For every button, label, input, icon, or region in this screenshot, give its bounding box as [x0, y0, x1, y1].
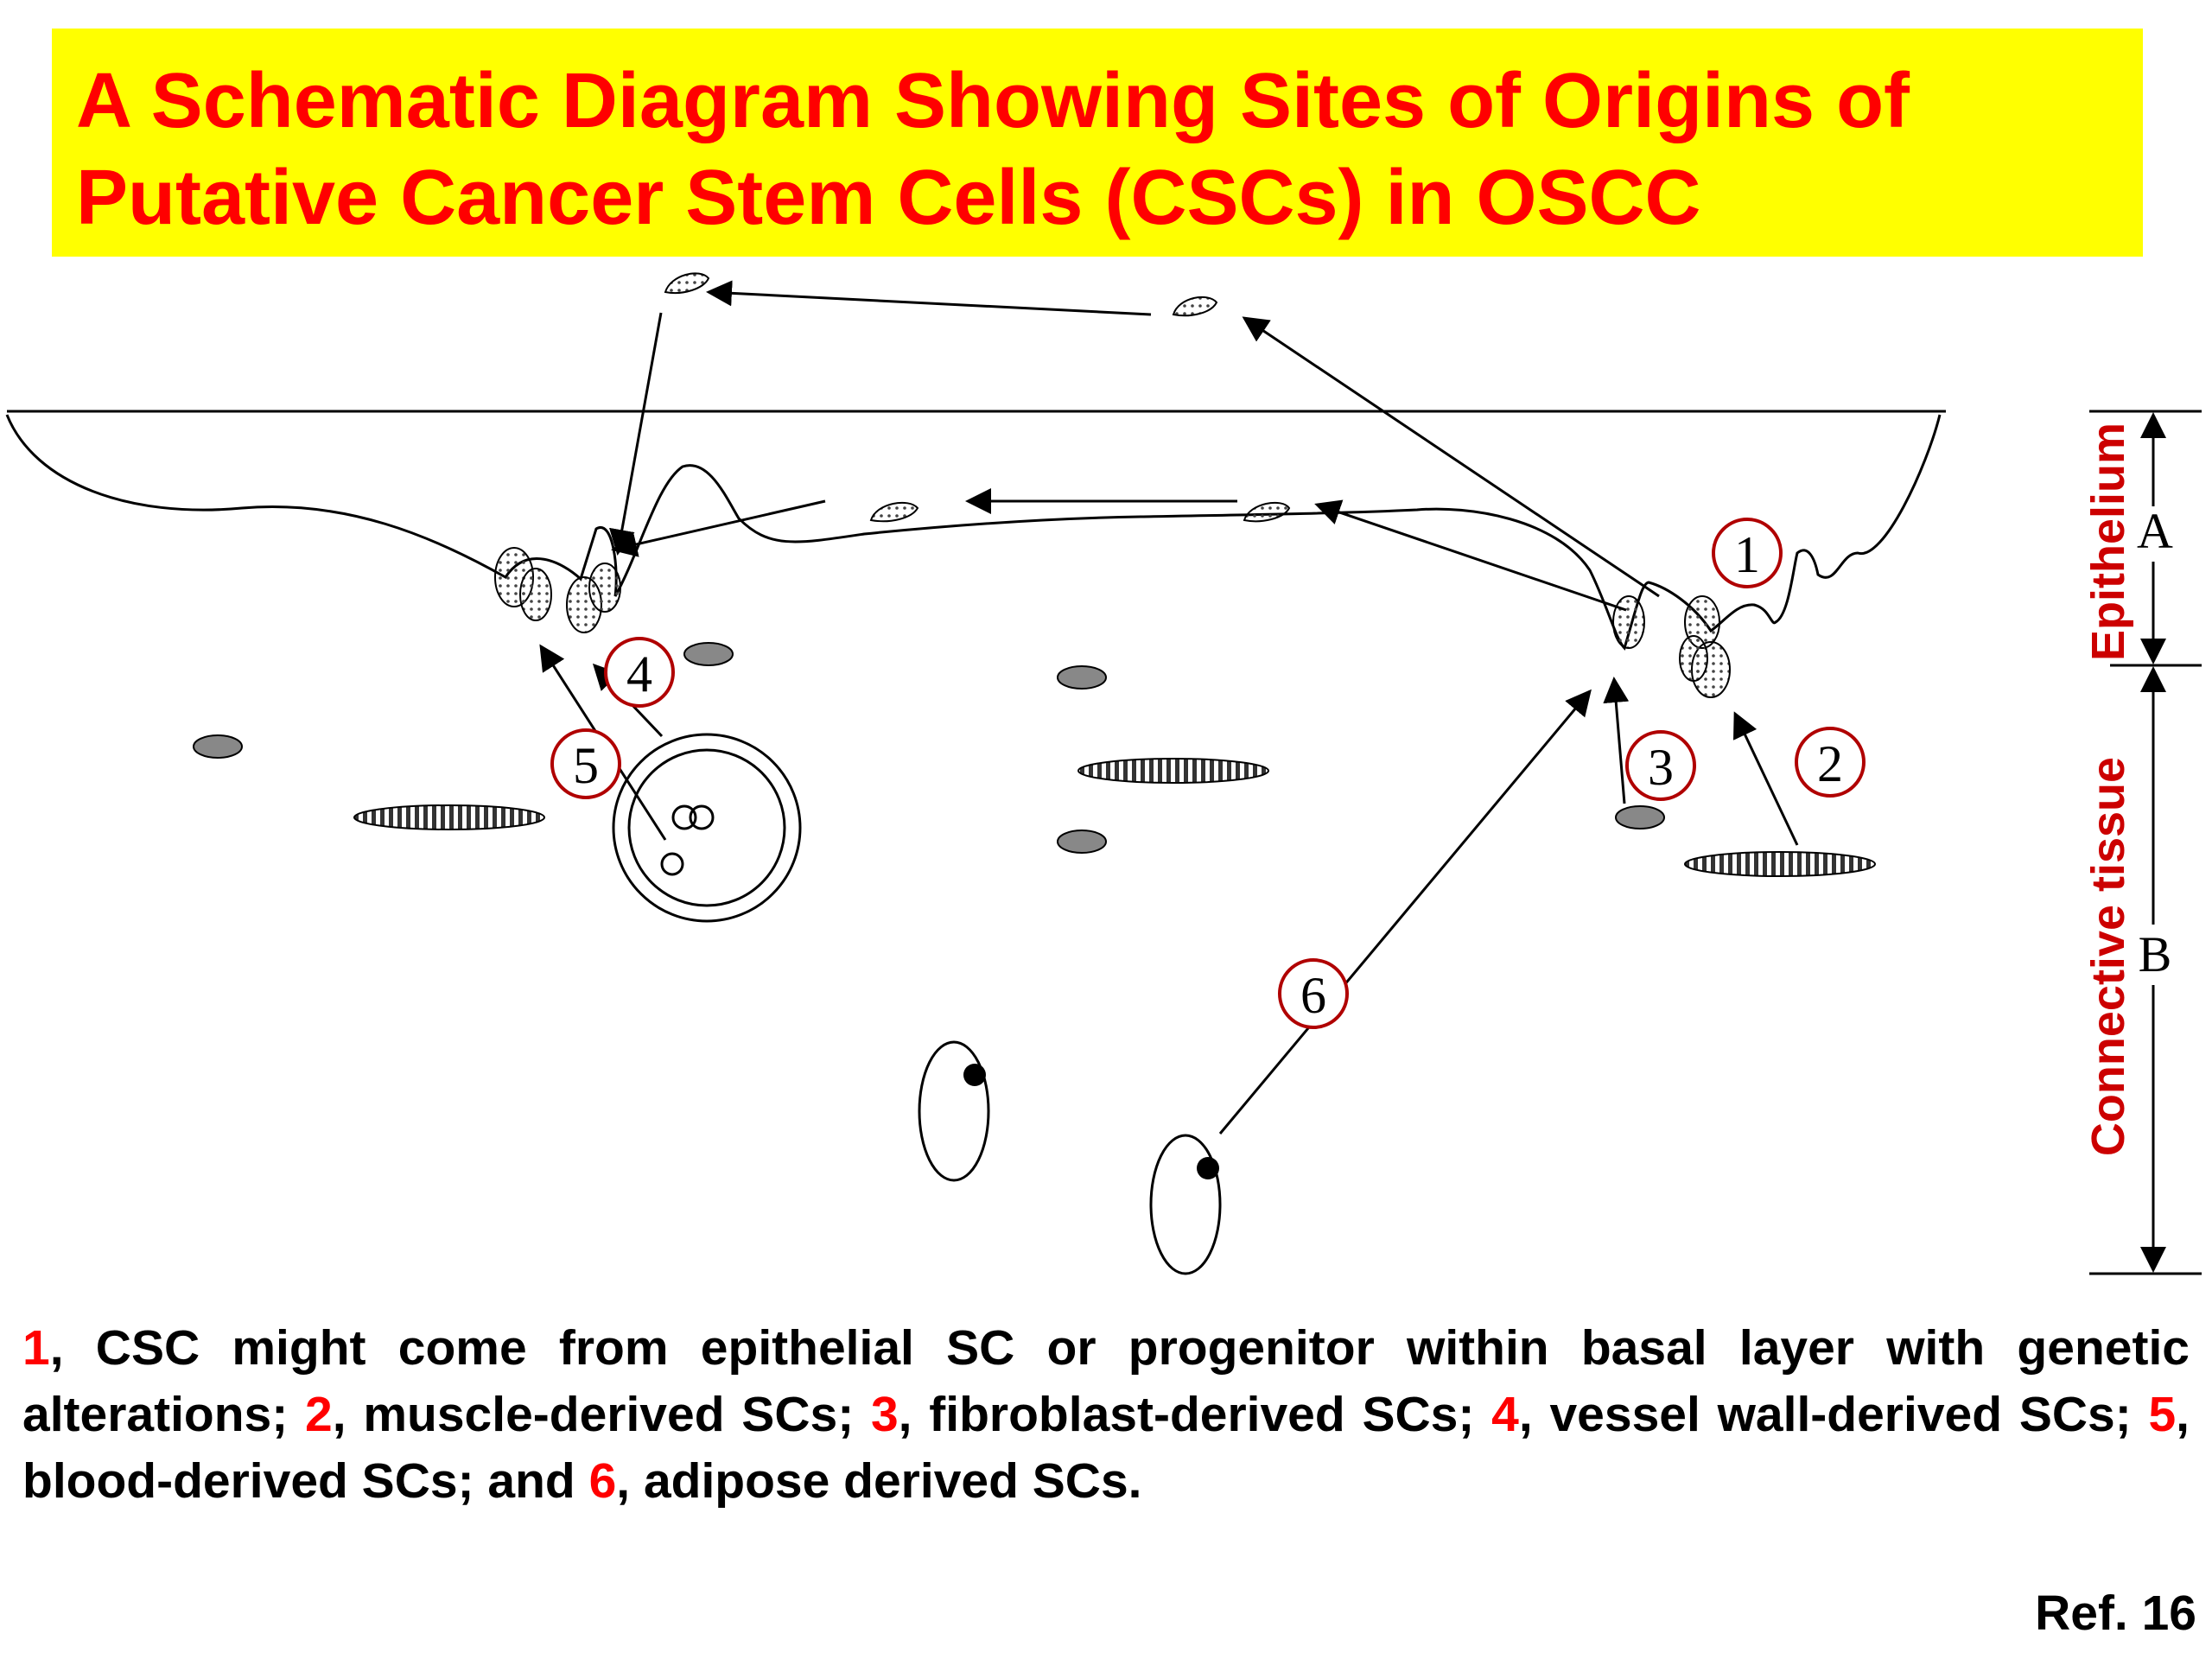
arrow-2 [1733, 711, 1799, 846]
basement-membrane [5, 414, 1942, 651]
region-letter-a: A [2137, 503, 2173, 559]
fibroblast [193, 734, 243, 759]
svg-text:2: 2 [1817, 735, 1843, 792]
blood-vessel-outer [612, 733, 802, 923]
title-banner: A Schematic Diagram Showing Sites of Ori… [52, 29, 2143, 257]
caption-number: 4 [1491, 1387, 1519, 1442]
region-letter-b: B [2139, 926, 2172, 982]
marker-1: 1 [1712, 518, 1783, 588]
title-line-2: Putative Cancer Stem Cells (CSCs) in OSC… [76, 155, 1701, 241]
caption-number: 3 [870, 1387, 899, 1442]
muscle-fiber [1684, 851, 1876, 877]
side-label-epithelium: Epithelium [2082, 423, 2134, 662]
fibroblast [683, 642, 734, 666]
title-line-1: A Schematic Diagram Showing Sites of Ori… [76, 58, 1910, 144]
marker-5: 5 [550, 728, 621, 799]
caption-text: , fibroblast-derived SCs; [898, 1387, 1492, 1442]
migrating-cell [664, 272, 710, 294]
caption-text: , muscle-derived SCs; [332, 1387, 871, 1442]
basal-cell [588, 563, 621, 613]
caption-text: , CSC might come from epithelial SC or p… [22, 1320, 2190, 1442]
caption-number: 5 [2148, 1387, 2177, 1442]
muscle-fiber [1077, 758, 1269, 784]
basal-cell [1612, 595, 1645, 649]
migrating-cell [869, 501, 919, 523]
svg-text:3: 3 [1648, 739, 1674, 796]
fibroblast [1057, 665, 1107, 690]
svg-text:4: 4 [626, 645, 652, 702]
adipocyte [1149, 1134, 1222, 1275]
svg-text:5: 5 [573, 737, 599, 794]
svg-text:6: 6 [1300, 967, 1326, 1024]
caption-number: 1 [22, 1320, 50, 1376]
adipocyte-nucleus [963, 1064, 986, 1086]
marker-3: 3 [1625, 730, 1696, 801]
caption-text: , vessel wall-derived SCs; [1518, 1387, 2149, 1442]
migrating-cell [1172, 296, 1218, 317]
blood-vessel-inner [627, 748, 786, 907]
caption-text: , blood-derived SCs; and [22, 1387, 2190, 1509]
fibroblast [1615, 805, 1665, 830]
arrow-top-left-down [609, 312, 663, 556]
caption-number: 6 [588, 1453, 617, 1509]
basal-cell [1679, 635, 1708, 682]
basal-cell [519, 568, 552, 621]
caption-text: , adipose derived SCs. [616, 1453, 1142, 1509]
muscle-fiber [353, 804, 545, 830]
side-label-connective-tissue: Connective tissue [2082, 756, 2134, 1157]
arrow-right-to-top [1242, 316, 1660, 598]
blood-cell [671, 804, 697, 830]
fibroblast [1057, 830, 1107, 854]
blood-cell [689, 804, 715, 830]
reference-label: Ref. 16 [2035, 1586, 2196, 1641]
marker-6: 6 [1278, 958, 1349, 1029]
adipocyte-nucleus [1197, 1157, 1219, 1179]
arrow-right-to-basal [1314, 499, 1627, 612]
caption: 1, CSC might come from epithelial SC or … [22, 1315, 2190, 1515]
marker-2: 2 [1795, 727, 1866, 798]
caption-number: 2 [305, 1387, 333, 1442]
svg-text:1: 1 [1734, 526, 1760, 583]
marker-4: 4 [604, 637, 675, 708]
arrow-3 [1603, 677, 1630, 804]
adipocyte [918, 1040, 990, 1182]
arrow-6 [1218, 689, 1592, 1135]
arrow-basal-to-left [611, 499, 826, 557]
migrating-cell [1243, 501, 1291, 523]
arrow-top [706, 280, 1152, 316]
blood-cell [660, 852, 684, 876]
